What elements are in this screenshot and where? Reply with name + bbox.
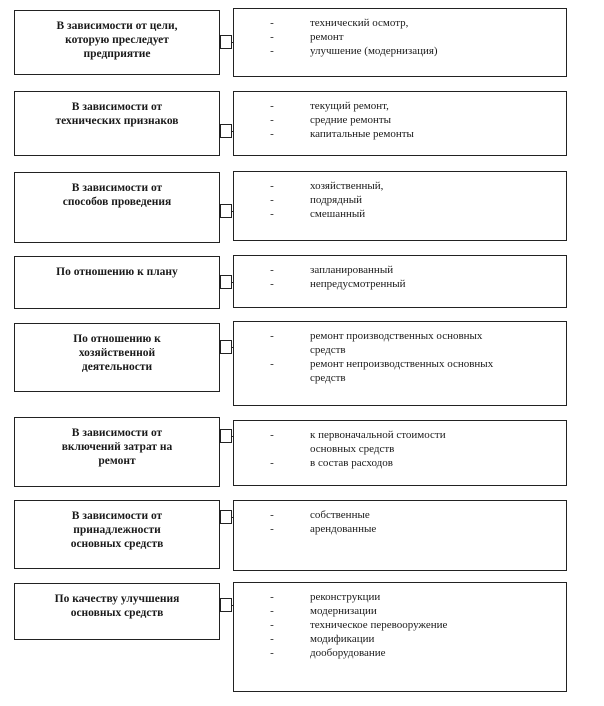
connector-tab — [220, 598, 232, 612]
category-label: В зависимости от принадлежности основных… — [70, 510, 164, 550]
item-text: модернизации — [310, 605, 377, 617]
item-text: ремонт непроизводственных основных средс… — [310, 358, 494, 384]
category-label: В зависимости от способов проведения — [62, 182, 172, 208]
item-text: текущий ремонт, — [310, 100, 389, 112]
item-text: капитальные ремонты — [310, 128, 414, 140]
bullet-dash: - — [270, 208, 274, 220]
category-box: В зависимости от включений затрат на рем… — [14, 417, 220, 487]
bullet-dash: - — [270, 647, 274, 659]
category-label: В зависимости от цели, которую преследуе… — [56, 20, 178, 60]
item-text: техническое перевооружение — [310, 619, 448, 631]
items-box: - реконструкции - модернизации - техническое … — [233, 582, 567, 692]
connector-tab — [220, 124, 232, 138]
items-box: - собственные - арендованные — [233, 500, 567, 571]
item-text: дооборудование — [310, 647, 386, 659]
list-item: - арендованные — [234, 522, 556, 536]
list-item: - запланированный — [234, 263, 556, 277]
list-item: - в состав расходов — [234, 456, 556, 470]
connector-tab — [220, 340, 232, 354]
list-item: - подрядный — [234, 193, 556, 207]
bullet-dash: - — [270, 278, 274, 290]
category-box: По отношению к хозяйственной деятельност… — [14, 323, 220, 392]
list-item: - капитальные ремонты — [234, 127, 556, 141]
category-box: В зависимости от принадлежности основных… — [14, 500, 220, 569]
bullet-dash: - — [270, 457, 274, 469]
list-item: - хозяйственный, — [234, 179, 556, 193]
items-box: - к первоначальной стоимости основных сре… — [233, 420, 567, 486]
list-item: - реконструкции — [234, 590, 556, 604]
connector-tab — [220, 275, 232, 289]
item-text: смешанный — [310, 208, 366, 220]
category-box: В зависимости от способов проведения — [14, 172, 220, 243]
bullet-dash: - — [270, 128, 274, 140]
item-text: непредусмотренный — [310, 278, 406, 290]
bullet-dash: - — [270, 619, 274, 631]
bullet-dash: - — [270, 100, 274, 112]
list-item: - ремонт непроизводственных основных сред… — [234, 357, 556, 385]
item-text: подрядный — [310, 194, 362, 206]
list-item: - текущий ремонт, — [234, 99, 556, 113]
bullet-dash: - — [270, 45, 274, 57]
list-item: - собственные — [234, 508, 556, 522]
connector-tab — [220, 204, 232, 218]
list-item: - улучшение (модернизация) — [234, 44, 556, 58]
category-box: В зависимости от технических признаков — [14, 91, 220, 156]
connector-tab — [220, 429, 232, 443]
category-box: По качеству улучшения основных средств — [14, 583, 220, 640]
category-label: По качеству улучшения основных средств — [54, 593, 180, 619]
list-item: - дооборудование — [234, 646, 556, 660]
list-item: - техническое перевооружение — [234, 618, 556, 632]
item-text: в состав расходов — [310, 457, 393, 469]
bullet-dash: - — [270, 591, 274, 603]
list-item: - смешанный — [234, 207, 556, 221]
items-box: - технический осмотр, - ремонт - улучшение (м… — [233, 8, 567, 77]
bullet-dash: - — [270, 605, 274, 617]
bullet-dash: - — [270, 194, 274, 206]
item-text: реконструкции — [310, 591, 381, 603]
item-text: технический осмотр, — [310, 17, 409, 29]
bullet-dash: - — [270, 114, 274, 126]
bullet-dash: - — [270, 180, 274, 192]
item-text: ремонт производственных основных средств — [310, 330, 483, 356]
item-text: средние ремонты — [310, 114, 392, 126]
bullet-dash: - — [270, 330, 274, 342]
list-item: - модификации — [234, 632, 556, 646]
category-label: В зависимости от включений затрат на рем… — [61, 427, 173, 467]
list-item: - модернизации — [234, 604, 556, 618]
list-item: - технический осмотр, — [234, 16, 556, 30]
bullet-dash: - — [270, 31, 274, 43]
bullet-dash: - — [270, 429, 274, 441]
connector-tab — [220, 510, 232, 524]
item-text: к первоначальной стоимости основных сред… — [310, 429, 446, 455]
item-text: улучшение (модернизация) — [310, 45, 438, 57]
list-item: - к первоначальной стоимости основных сре… — [234, 428, 556, 456]
category-label: По отношению к плану — [56, 266, 178, 278]
bullet-dash: - — [270, 358, 274, 370]
list-item: - непредусмотренный — [234, 277, 556, 291]
category-label: В зависимости от технических признаков — [55, 101, 179, 127]
connector-tab — [220, 35, 232, 49]
item-text: хозяйственный, — [310, 180, 384, 192]
list-item: - ремонт производственных основных средст… — [234, 329, 556, 357]
item-text: запланированный — [310, 264, 394, 276]
items-box: - хозяйственный, - подрядный - смешанный — [233, 171, 567, 241]
item-text: ремонт — [310, 31, 344, 43]
category-box: В зависимости от цели, которую преследуе… — [14, 10, 220, 75]
list-item: - ремонт — [234, 30, 556, 44]
item-text: арендованные — [310, 523, 377, 535]
item-text: модификации — [310, 633, 375, 645]
list-item: - средние ремонты — [234, 113, 556, 127]
items-box: - запланированный - непредусмотренный — [233, 255, 567, 308]
bullet-dash: - — [270, 523, 274, 535]
category-box: По отношению к плану — [14, 256, 220, 309]
item-text: собственные — [310, 509, 370, 521]
bullet-dash: - — [270, 509, 274, 521]
category-label: По отношению к хозяйственной деятельност… — [73, 333, 161, 373]
items-box: - текущий ремонт, - средние ремонты - капитал… — [233, 91, 567, 156]
bullet-dash: - — [270, 264, 274, 276]
items-box: - ремонт производственных основных средст… — [233, 321, 567, 406]
bullet-dash: - — [270, 633, 274, 645]
bullet-dash: - — [270, 17, 274, 29]
